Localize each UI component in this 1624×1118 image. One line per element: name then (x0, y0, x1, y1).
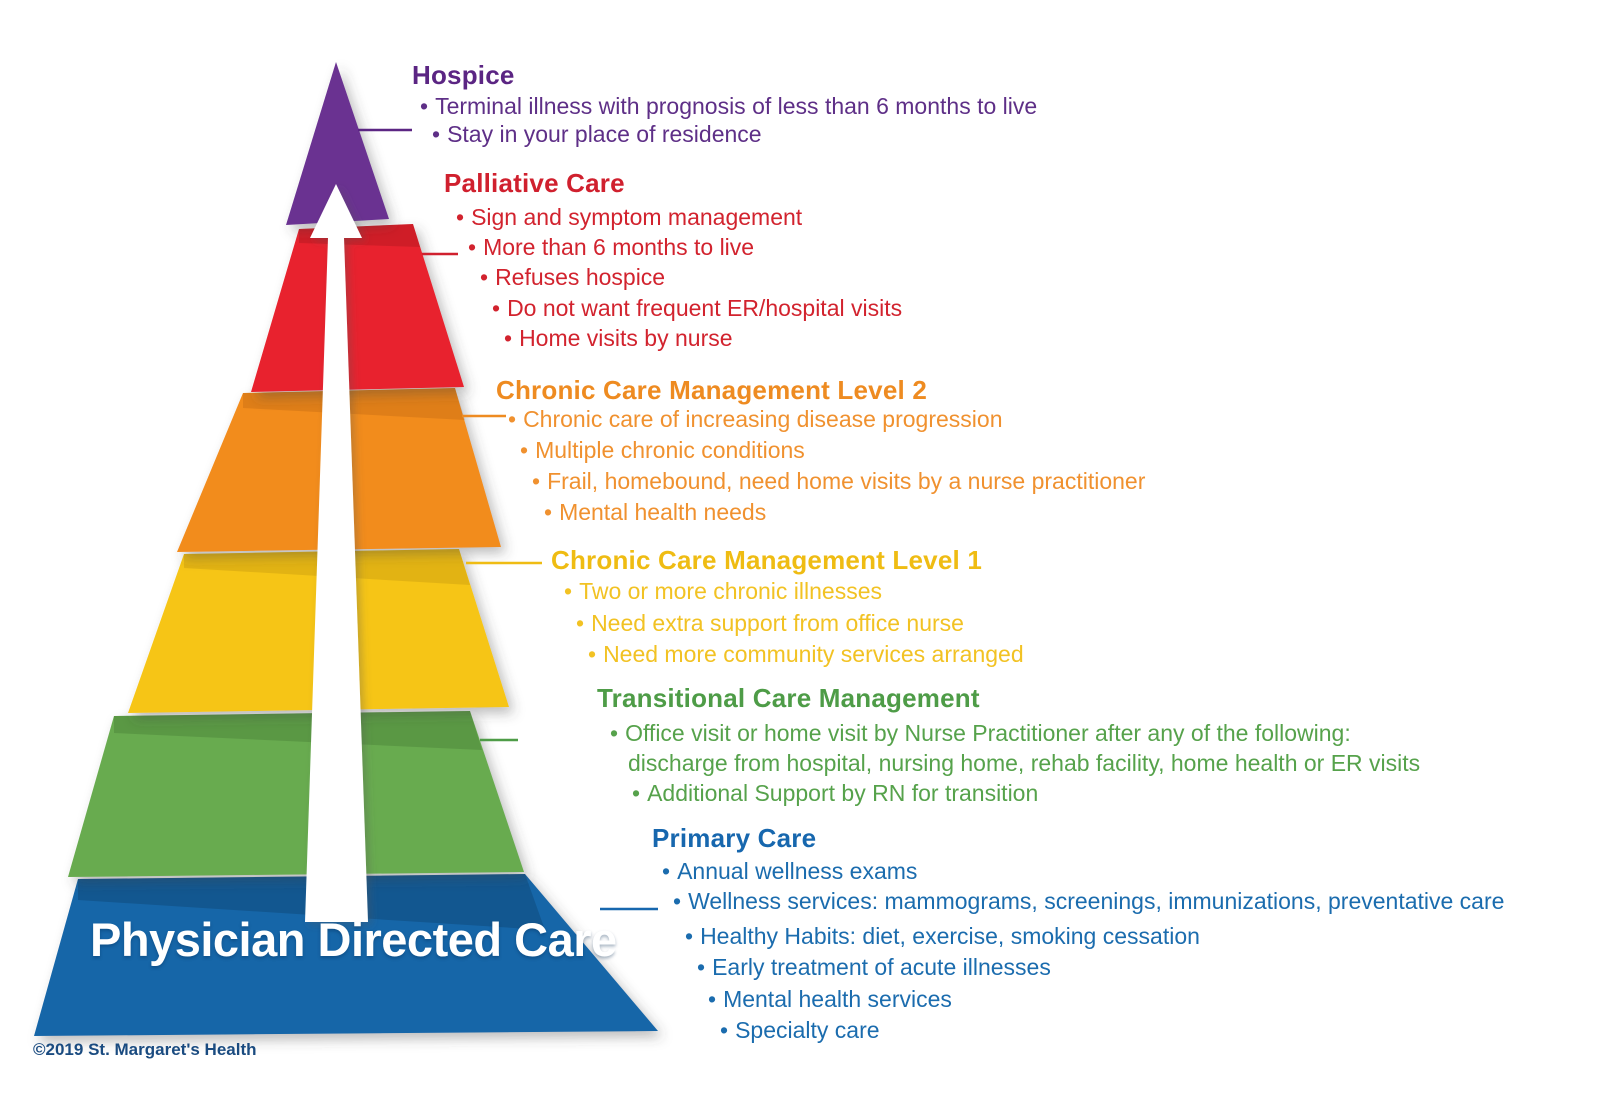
bullet-item: •Two or more chronic illnesses (564, 576, 882, 606)
bullet-text: Two or more chronic illnesses (579, 578, 883, 604)
level-heading-hospice: Hospice (412, 60, 515, 90)
bullet-dot: • (468, 234, 477, 260)
bullet-text: Sign and symptom management (471, 204, 803, 230)
level-heading-chronic-care-level-1: Chronic Care Management Level 1 (551, 545, 982, 575)
bullet-dot: • (420, 93, 429, 119)
bullet-text: Annual wellness exams (677, 858, 918, 884)
bullet-dot: • (480, 264, 489, 290)
bullet-text: Healthy Habits: diet, exercise, smoking … (700, 923, 1200, 949)
bullet-dot: • (708, 986, 717, 1012)
ccm2-fold-shadow (243, 388, 465, 420)
bullet-item-continuation: discharge from hospital, nursing home, r… (628, 748, 1420, 778)
bullet-dot: • (456, 204, 465, 230)
level-heading-transitional-care: Transitional Care Management (597, 683, 980, 713)
bullet-item: •Multiple chronic conditions (520, 435, 805, 465)
bullet-dot: • (697, 954, 706, 980)
pyramid-level-hospice-shape (286, 62, 389, 225)
bullet-item: •Do not want frequent ER/hospital visits (492, 293, 902, 323)
bullet-text: Stay in your place of residence (447, 121, 762, 147)
bullet-dot: • (576, 610, 585, 636)
bullet-item: •Frail, homebound, need home visits by a… (532, 466, 1145, 496)
copyright-text: ©2019 St. Margaret's Health (33, 1040, 257, 1059)
bullet-item: •Need more community services arranged (588, 639, 1024, 669)
bullet-dot: • (610, 720, 619, 746)
pyramid-level-primary-care-shape (34, 874, 658, 1036)
bullet-dot: • (564, 578, 573, 604)
bullet-text: Do not want frequent ER/hospital visits (507, 295, 903, 321)
bullet-item: •Specialty care (720, 1015, 880, 1045)
bullet-item: •Annual wellness exams (662, 856, 917, 886)
bullet-text: Need more community services arranged (603, 641, 1024, 667)
bullet-text: Need extra support from office nurse (591, 610, 964, 636)
bullet-text: Multiple chronic conditions (535, 437, 805, 463)
bullet-dot: • (632, 780, 641, 806)
bullet-text: Specialty care (735, 1017, 880, 1043)
bullet-item: •Sign and symptom management (456, 202, 802, 232)
bullet-item: •Stay in your place of residence (432, 119, 762, 149)
bullet-text: Additional Support by RN for transition (647, 780, 1039, 806)
level-heading-chronic-care-level-2: Chronic Care Management Level 2 (496, 375, 927, 405)
bullet-dot: • (720, 1017, 729, 1043)
bullet-dot: • (508, 406, 517, 432)
bullet-text: Refuses hospice (495, 264, 666, 290)
bullet-text: More than 6 months to live (483, 234, 755, 260)
bullet-dot: • (588, 641, 597, 667)
bullet-item: •Office visit or home visit by Nurse Pra… (610, 718, 1351, 748)
bullet-dot: • (673, 888, 682, 914)
bullet-text: Office visit or home visit by Nurse Prac… (625, 720, 1351, 746)
pyramid-level-palliative-shape (251, 224, 464, 392)
bullet-dot: • (504, 325, 513, 351)
pyramid-level-transitional-shape (68, 711, 524, 877)
level-heading-primary-care: Primary Care (652, 823, 817, 853)
bullet-dot: • (432, 121, 441, 147)
bullet-dot: • (492, 295, 501, 321)
bullet-item: •Terminal illness with prognosis of less… (420, 91, 1037, 121)
bullet-item: •Mental health needs (544, 497, 766, 527)
bullet-text: Mental health services (723, 986, 952, 1012)
up-arrow-icon (305, 184, 368, 922)
bullet-text: Wellness services: mammograms, screening… (688, 888, 1505, 914)
bullet-dot: • (532, 468, 541, 494)
bullet-item: •Early treatment of acute illnesses (697, 952, 1051, 982)
bullet-dot: • (685, 923, 694, 949)
bullet-text: Chronic care of increasing disease progr… (523, 406, 1003, 432)
bullet-dot: • (662, 858, 671, 884)
pyramid-base-label: Physician Directed Care (90, 913, 617, 966)
bullet-text: Frail, homebound, need home visits by a … (547, 468, 1146, 494)
bullet-item: •Refuses hospice (480, 262, 665, 292)
bullet-item: •Mental health services (708, 984, 952, 1014)
bullet-item: •Wellness services: mammograms, screenin… (673, 886, 1504, 916)
bullet-text: Mental health needs (559, 499, 767, 525)
bullet-text: Home visits by nurse (519, 325, 733, 351)
bullet-item: •More than 6 months to live (468, 232, 754, 262)
bullet-dot: • (520, 437, 529, 463)
bullet-item: •Additional Support by RN for transition (632, 778, 1038, 808)
bullet-item: •Chronic care of increasing disease prog… (508, 404, 1002, 434)
bullet-item: •Healthy Habits: diet, exercise, smoking… (685, 921, 1200, 951)
bullet-text: Terminal illness with prognosis of less … (435, 93, 1038, 119)
bullet-item: •Home visits by nurse (504, 323, 733, 353)
level-heading-palliative-care: Palliative Care (444, 168, 625, 198)
bullet-dot: • (544, 499, 553, 525)
transitional-fold-shadow (114, 711, 482, 750)
bullet-text: Early treatment of acute illnesses (712, 954, 1051, 980)
bullet-item: •Need extra support from office nurse (576, 608, 964, 638)
bullet-text: discharge from hospital, nursing home, r… (628, 750, 1421, 776)
